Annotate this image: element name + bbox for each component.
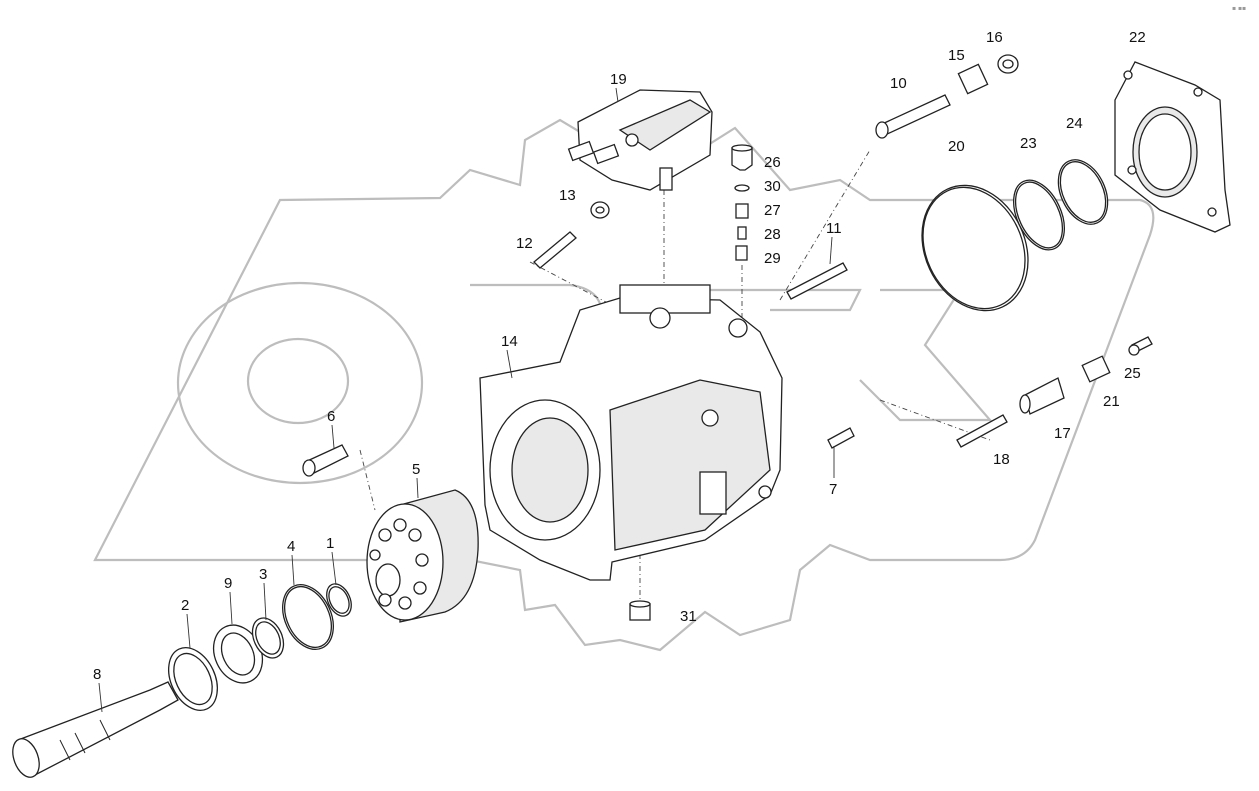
ring-seals <box>168 583 352 711</box>
label-part-23: 23 <box>1020 135 1037 152</box>
label-part-10: 10 <box>890 75 907 92</box>
pin-part-6 <box>302 444 349 477</box>
label-part-21: 21 <box>1103 393 1120 410</box>
label-part-17: 17 <box>1054 425 1071 442</box>
control-valve-part <box>567 89 713 191</box>
adjuster-parts <box>875 54 1019 139</box>
drain-plug-part <box>629 600 651 621</box>
label-part-2: 2 <box>181 597 189 614</box>
piston-spring-screw-parts <box>1019 336 1153 415</box>
label-part-30: 30 <box>764 178 781 195</box>
label-part-6: 6 <box>327 408 335 425</box>
pump-housing-part <box>479 284 783 581</box>
label-part-3: 3 <box>259 566 267 583</box>
label-part-8: 8 <box>93 666 101 683</box>
label-part-7: 7 <box>829 481 837 498</box>
label-part-4: 4 <box>287 538 295 555</box>
label-part-14: 14 <box>501 333 518 350</box>
label-part-11: 11 <box>826 220 842 237</box>
label-part-31: 31 <box>680 608 697 625</box>
label-part-12: 12 <box>516 235 533 252</box>
label-part-16: 16 <box>986 29 1003 46</box>
label-part-20: 20 <box>948 138 965 155</box>
label-part-15: 15 <box>948 47 965 64</box>
leader-lines <box>98 87 835 713</box>
label-part-27: 27 <box>764 202 781 219</box>
drive-shaft-part <box>12 681 179 778</box>
label-part-22: 22 <box>1129 29 1146 46</box>
label-part-25: 25 <box>1124 365 1141 382</box>
cylinder-block-part <box>366 489 479 623</box>
label-part-13: 13 <box>559 187 576 204</box>
label-part-24: 24 <box>1066 115 1083 132</box>
pin-and-nut-parts <box>533 201 610 269</box>
flange-plate-part <box>1114 61 1231 233</box>
plug-stack-parts <box>731 144 753 261</box>
label-part-29: 29 <box>764 250 781 267</box>
label-part-19: 19 <box>610 71 627 88</box>
label-part-26: 26 <box>764 154 781 171</box>
label-part-5: 5 <box>412 461 420 478</box>
pins-bolts-parts <box>786 262 1008 449</box>
label-part-18: 18 <box>993 451 1010 468</box>
label-part-9: 9 <box>224 575 232 592</box>
corner-mark: ▪ ▪▪ <box>1232 5 1246 12</box>
o-rings-large <box>921 159 1109 312</box>
part-labels: 1 2 3 4 5 6 7 8 9 10 11 12 13 14 15 16 1… <box>93 29 1146 683</box>
label-part-28: 28 <box>764 226 781 243</box>
label-part-1: 1 <box>326 535 334 552</box>
